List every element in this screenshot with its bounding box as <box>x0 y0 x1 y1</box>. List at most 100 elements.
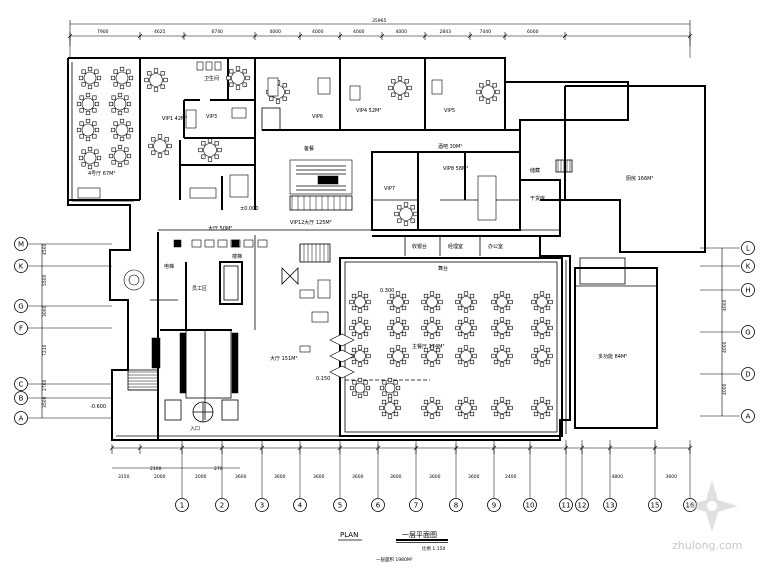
chair <box>493 305 499 311</box>
chair <box>387 353 392 359</box>
label-hall-big: 大厅 151M² <box>270 355 297 362</box>
top-dim-10: 6000 <box>527 29 539 35</box>
table-top <box>384 402 396 414</box>
table-dining <box>455 317 477 339</box>
chair <box>438 325 443 331</box>
top-dim-9: 7440 <box>480 29 492 35</box>
table-top <box>392 296 404 308</box>
dining-tables <box>76 66 553 419</box>
table-top <box>399 207 413 221</box>
chair <box>113 69 118 74</box>
chair <box>128 127 134 133</box>
table-vip <box>388 76 412 100</box>
bottom-dim-2: 2000 <box>195 474 207 480</box>
bottom-dim-1: 2000 <box>154 474 166 480</box>
chair <box>435 331 441 337</box>
chair <box>94 82 99 87</box>
chair <box>395 345 401 350</box>
chair <box>389 319 395 325</box>
area-note: 一层面积 1980M² <box>376 556 413 563</box>
chair <box>491 299 496 305</box>
chair <box>389 347 395 353</box>
bottom-dim-5: 3600 <box>313 474 325 480</box>
chair <box>87 66 93 72</box>
chair <box>499 291 505 296</box>
chair <box>285 89 290 95</box>
chair <box>463 317 469 322</box>
bottom-dim-12: 3600 <box>666 474 678 480</box>
table-dining <box>387 345 409 367</box>
chair <box>126 153 132 159</box>
chair <box>363 347 369 353</box>
chair <box>147 84 152 89</box>
chair <box>545 347 551 353</box>
bottom-dim-11: 4800 <box>612 474 624 480</box>
row-axis-label-B: B <box>19 395 24 403</box>
chair <box>393 380 398 385</box>
room-labels: 4号厅 67M² VIP1 42M² VIP8 58M² VIP7 VIP4 5… <box>88 75 653 432</box>
chair <box>201 141 206 146</box>
table-room4 <box>108 92 132 116</box>
label-vip6: VIP6 <box>312 114 323 120</box>
row-axis-label-K: K <box>19 263 24 271</box>
chair <box>275 99 281 104</box>
chair <box>387 377 393 383</box>
label-prep: 备餐 <box>304 145 314 152</box>
chair <box>395 308 401 313</box>
chair <box>539 362 545 367</box>
chair <box>469 399 475 405</box>
bottom-dim-6: 3600 <box>352 474 364 480</box>
axis-label-12: 12 <box>578 502 587 510</box>
chair <box>391 79 396 84</box>
table-dining <box>531 317 553 339</box>
axis-bubble <box>559 498 573 512</box>
chair <box>423 359 429 365</box>
label-multi: 多功能 84M² <box>598 353 627 360</box>
chair <box>421 325 426 331</box>
chair <box>435 293 441 299</box>
chair <box>79 121 84 126</box>
chair <box>548 299 553 305</box>
chair <box>533 305 539 311</box>
chair <box>429 414 435 419</box>
chair <box>269 96 274 101</box>
row-axis-bubble <box>14 321 28 335</box>
table-top <box>460 322 472 334</box>
top-dim-4: 4000 <box>270 29 282 35</box>
row-axis-bubble <box>14 299 28 313</box>
chair <box>545 331 551 337</box>
chair <box>479 96 484 101</box>
axis-bubble <box>523 498 537 512</box>
row-axis-label-G: G <box>745 329 750 337</box>
row-axis-label-L: L <box>746 245 750 253</box>
chair <box>111 95 116 100</box>
chair <box>217 147 222 153</box>
chair <box>457 359 463 365</box>
table-top <box>392 350 404 362</box>
chair <box>128 75 134 81</box>
table-top <box>354 296 366 308</box>
chair <box>78 75 84 81</box>
chair <box>164 137 169 142</box>
chair <box>469 347 475 353</box>
table-top <box>426 296 438 308</box>
label-vip4: VIP4 52M² <box>356 108 381 114</box>
chair <box>457 305 463 311</box>
left-dim-6: 3500 <box>42 396 48 408</box>
chair <box>508 325 513 331</box>
chair <box>94 101 100 107</box>
table-top <box>536 296 548 308</box>
axis-bubble <box>409 498 423 512</box>
chair <box>395 291 401 296</box>
table-top <box>496 350 508 362</box>
chair <box>147 71 152 76</box>
row-axis-bubble <box>14 411 28 425</box>
axis-label-2: 2 <box>220 502 224 510</box>
label-staff: 员工区 <box>192 286 207 292</box>
chair <box>410 205 415 210</box>
chair <box>472 353 477 359</box>
top-dim-8: 2843 <box>440 29 452 35</box>
chair <box>401 359 407 365</box>
table-dining <box>531 345 553 367</box>
plan-scale: 比例 1:150 <box>422 545 446 552</box>
